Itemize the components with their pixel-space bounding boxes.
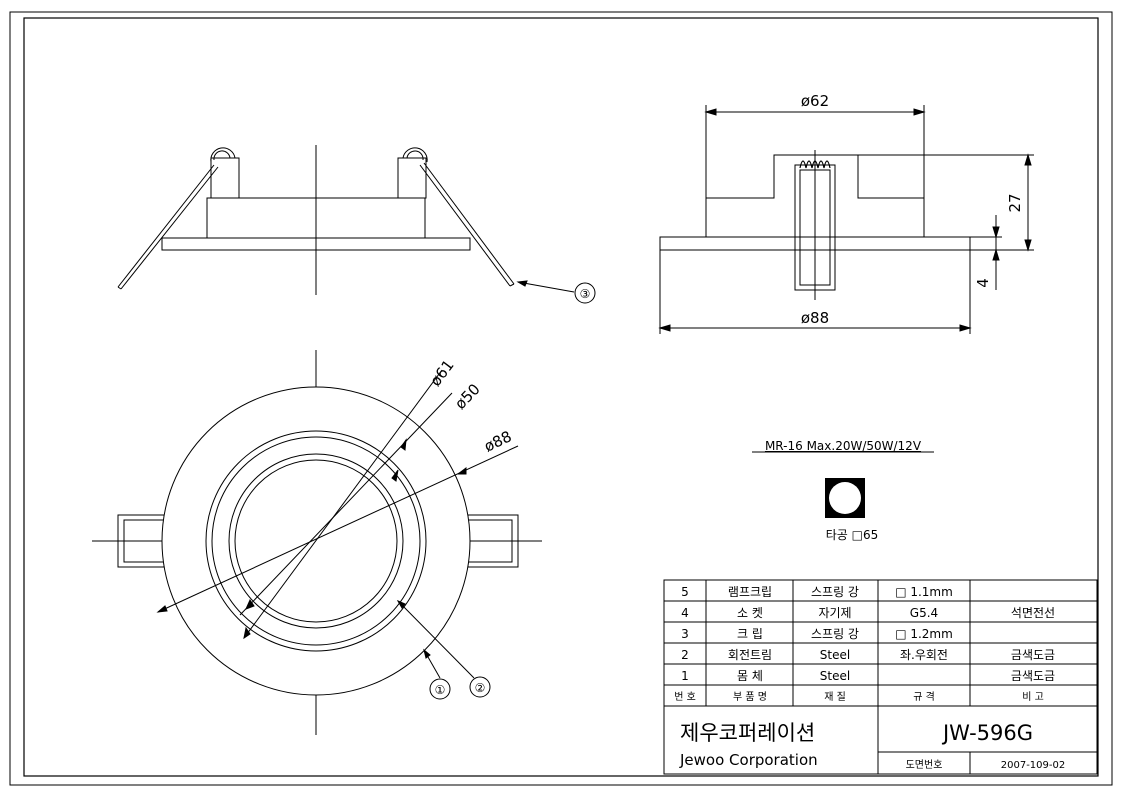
row4-note: 석면전선 bbox=[1011, 606, 1055, 620]
lamp-spec: MR-16 Max.20W/50W/12V bbox=[765, 439, 922, 453]
title-block bbox=[663, 705, 1098, 775]
header-spec: 규 격 bbox=[913, 690, 935, 703]
dim-d88: ø88 bbox=[481, 427, 514, 455]
header-no: 번 호 bbox=[674, 691, 696, 703]
row1-name: 몸 체 bbox=[737, 669, 763, 683]
row4-material: 자기제 bbox=[818, 606, 851, 620]
cutout-symbol bbox=[825, 478, 865, 518]
company-name-en: Jewoo Corporation bbox=[679, 751, 818, 769]
dim-top-width: ø62 bbox=[801, 92, 829, 110]
row4-no: 4 bbox=[681, 606, 689, 620]
header-note: 비 고 bbox=[1022, 691, 1044, 703]
callout-2: ② bbox=[475, 681, 486, 695]
row2-material: Steel bbox=[820, 648, 850, 662]
drawing-number: 2007-109-02 bbox=[1001, 760, 1065, 771]
outer-frame bbox=[9, 11, 1113, 786]
row1-note: 금색도금 bbox=[1011, 669, 1055, 683]
cutout-spec: 타공 □65 bbox=[826, 528, 879, 542]
row3-no: 3 bbox=[681, 627, 689, 641]
callout-3: ③ bbox=[580, 287, 591, 301]
row5-no: 5 bbox=[681, 585, 689, 599]
model-number: JW-596G bbox=[941, 721, 1033, 745]
row5-spec: □ 1.1mm bbox=[895, 585, 953, 599]
side-view bbox=[117, 145, 596, 304]
dim-rim: 4 bbox=[974, 278, 992, 288]
header-material: 재 질 bbox=[824, 691, 846, 703]
company-name-kr: 제우코퍼레이션 bbox=[680, 721, 815, 745]
row2-spec: 좌.우회전 bbox=[900, 648, 948, 662]
top-view bbox=[92, 350, 542, 735]
callout-1: ① bbox=[435, 683, 446, 697]
dim-bottom-width: ø88 bbox=[801, 309, 829, 327]
row2-note: 금색도금 bbox=[1011, 648, 1055, 662]
parts-table-text: 5 램프크립 스프링 강 □ 1.1mm 4 소 켓 자기제 G5.4 석면전선… bbox=[674, 585, 1055, 703]
inner-frame bbox=[23, 17, 1099, 777]
row3-spec: □ 1.2mm bbox=[895, 627, 953, 641]
drawing-number-label: 도면번호 bbox=[906, 759, 943, 771]
row5-name: 램프크립 bbox=[728, 585, 772, 599]
row5-material: 스프링 강 bbox=[811, 585, 859, 599]
dim-height: 27 bbox=[1006, 193, 1024, 212]
row1-no: 1 bbox=[681, 669, 689, 683]
row4-name: 소 켓 bbox=[737, 606, 763, 620]
row2-no: 2 bbox=[681, 648, 689, 662]
row3-name: 크 립 bbox=[737, 627, 763, 641]
dim-d50: ø50 bbox=[451, 380, 484, 413]
right-view bbox=[658, 105, 1034, 334]
row2-name: 회전트림 bbox=[728, 648, 772, 662]
row1-material: Steel bbox=[820, 669, 850, 683]
header-name: 부 품 명 bbox=[733, 691, 767, 703]
row4-spec: G5.4 bbox=[910, 606, 938, 620]
row3-material: 스프링 강 bbox=[811, 627, 859, 641]
